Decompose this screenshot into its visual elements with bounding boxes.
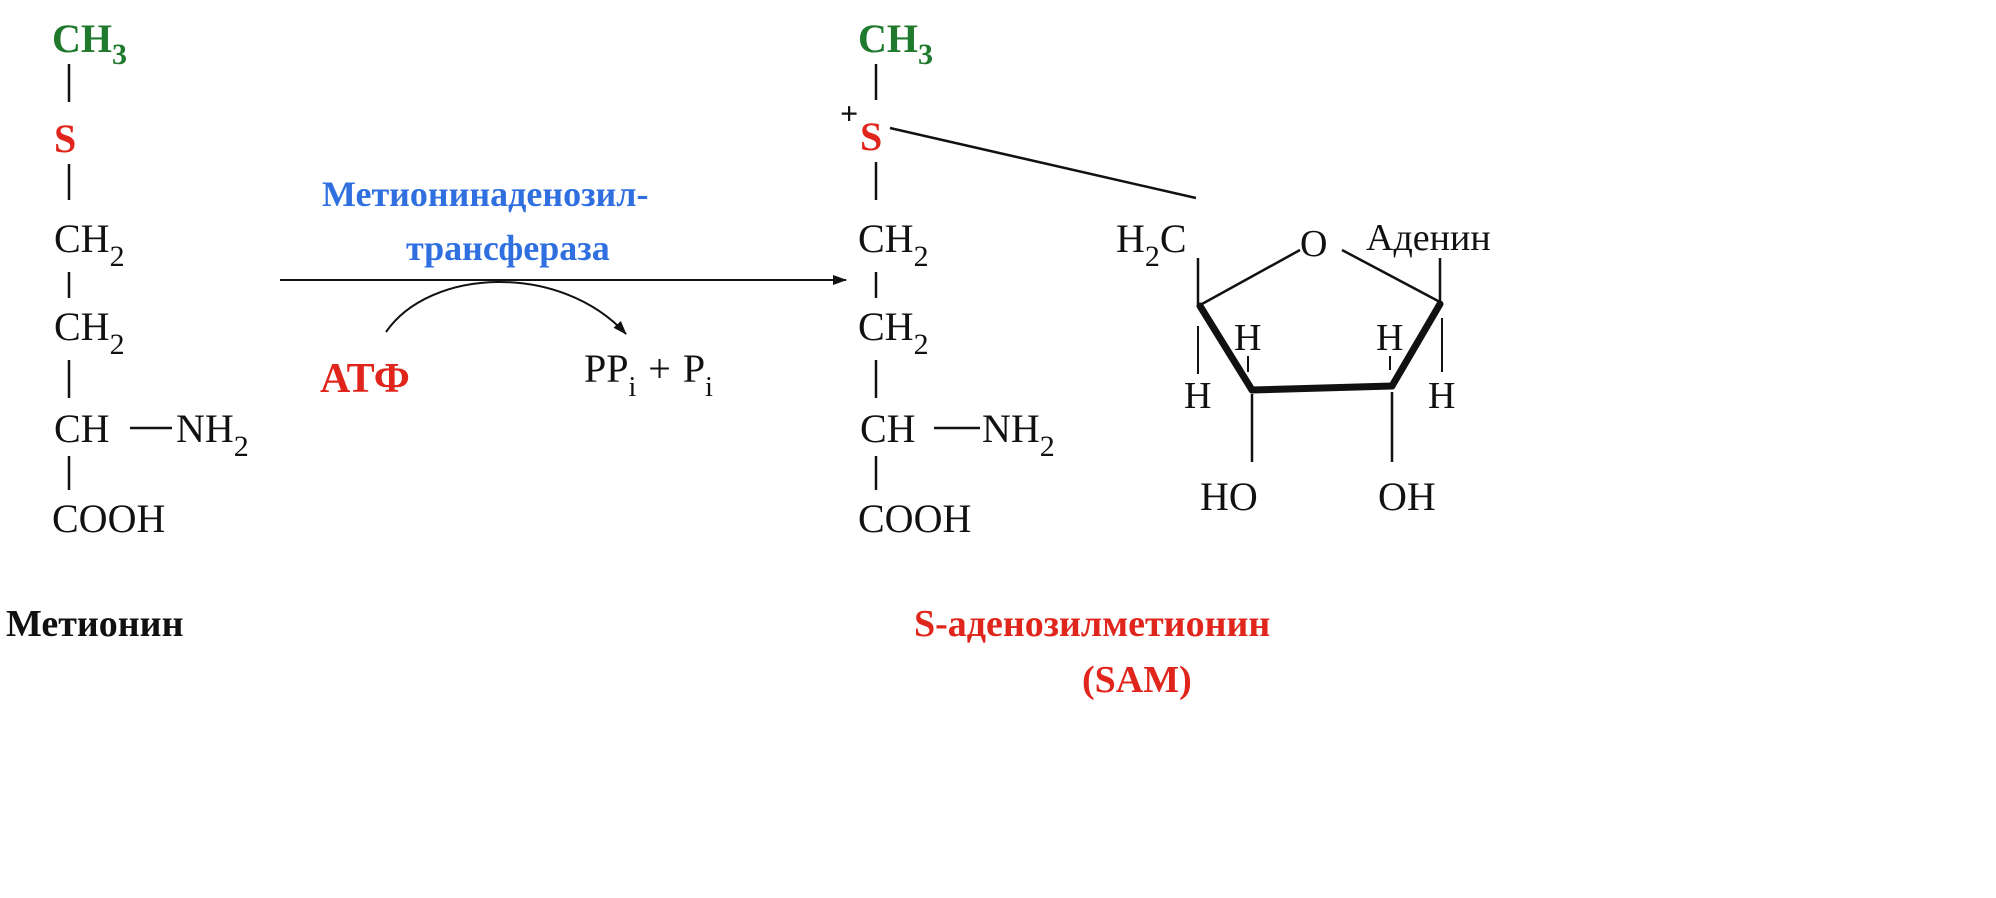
sam-bond-s-ch2ribose — [889, 126, 1197, 200]
atp-curved-arrow — [385, 281, 627, 335]
reaction-arrow-group: Метионинаденозил- трансфераза АТФ PPi+Pi — [280, 174, 847, 403]
methionine-ch3: CH3 — [52, 16, 127, 71]
sam-structure: CH3 + S CH2 CH2 CH NH2 COOH H2C O Аденин… — [840, 16, 1491, 701]
sam-name-line2: (SAM) — [1082, 659, 1192, 701]
sam-ch2-a: CH2 — [858, 216, 929, 273]
enzyme-name-line1: Метионинаденозил- — [322, 174, 648, 214]
methionine-name: Метионин — [6, 603, 183, 645]
sam-nh2: NH2 — [982, 406, 1055, 463]
methionine-ch2-b: CH2 — [54, 304, 125, 361]
ring-bond-c4-c3 — [1196, 302, 1256, 394]
methionine-structure: CH3 S CH2 CH2 CH NH2 COOH Метионин — [6, 16, 249, 645]
ring-h-c4-up: H — [1234, 317, 1261, 359]
methionine-cooh: COOH — [52, 496, 165, 541]
methionine-nh2: NH2 — [176, 406, 249, 463]
methionine-sulfur: S — [54, 116, 76, 161]
ring-oh: OH — [1378, 474, 1436, 519]
ribose-oxygen: O — [1300, 223, 1327, 265]
bond-o-c1 — [1341, 248, 1441, 304]
ring-h-c4-down: H — [1184, 375, 1211, 417]
sam-positive-charge: + — [840, 95, 858, 131]
sam-sulfur: S — [860, 114, 882, 159]
ring-h-c1-down: H — [1428, 375, 1455, 417]
ribose-h2c: H2C — [1116, 216, 1187, 273]
ring-bond-c2-c1 — [1388, 300, 1444, 390]
ring-h-c2-up: H — [1376, 317, 1403, 359]
atp-label: АТФ — [320, 356, 410, 402]
ring-bond-c3-c2 — [1248, 382, 1396, 394]
bond-c4-o — [1201, 248, 1301, 306]
sam-ch: CH — [860, 406, 916, 451]
enzyme-name-line2: трансфераза — [406, 228, 610, 268]
reaction-diagram: CH3 S CH2 CH2 CH NH2 COOH Метионин Метио… — [6, 16, 1491, 701]
sam-ch2-b: CH2 — [858, 304, 929, 361]
methionine-ch2-a: CH2 — [54, 216, 125, 273]
diagram-canvas: CH3 S CH2 CH2 CH NH2 COOH Метионин Метио… — [6, 16, 1491, 701]
sam-name-line1: S-аденозилметионин — [914, 603, 1270, 645]
sam-ch3: CH3 — [858, 16, 933, 71]
adenine-label: Аденин — [1366, 217, 1491, 259]
pyrophosphate-plus-phosphate: PPi+Pi — [584, 346, 713, 403]
sam-cooh: COOH — [858, 496, 971, 541]
ring-ho: HO — [1200, 474, 1258, 519]
methionine-ch: CH — [54, 406, 110, 451]
ribose-ring: H2C O Аденин H H H H HO OH — [1116, 216, 1491, 519]
